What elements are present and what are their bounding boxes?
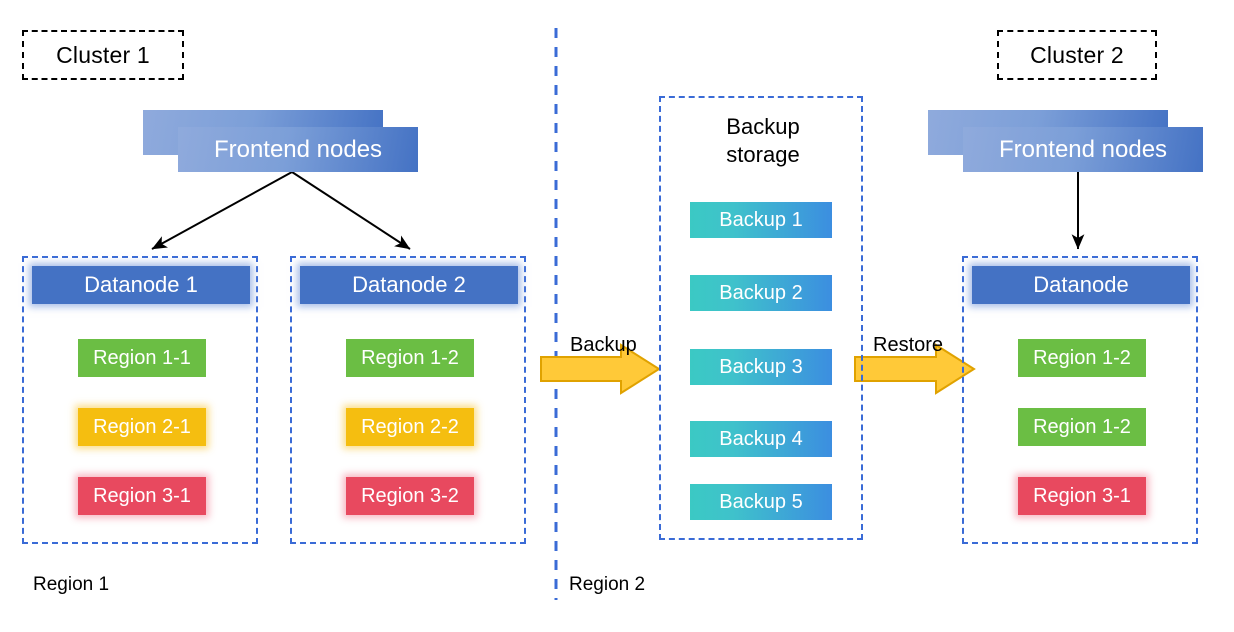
- region-label: Region 3-1: [93, 484, 191, 507]
- backup-item-label: Backup 3: [719, 355, 803, 378]
- backup-item: Backup 5: [690, 484, 832, 520]
- backup-item-label: Backup 5: [719, 490, 803, 513]
- region-chip: Region 3-1: [1018, 477, 1146, 515]
- region-chip: Region 3-1: [78, 477, 206, 515]
- cluster-1-frontend-label: Frontend nodes: [213, 135, 383, 163]
- cluster-1-label: Cluster 1: [56, 41, 150, 68]
- footer-region-2-label: Region 2: [569, 574, 646, 595]
- backup-item-label: Backup 4: [719, 427, 803, 450]
- datanode-2-container: Datanode 2 Region 1-2 Region 2-2 Region …: [290, 256, 526, 544]
- region-chip: Region 1-2: [1018, 339, 1146, 377]
- region-label: Region 3-1: [1033, 484, 1131, 507]
- backup-storage-title-line-1: Backup: [726, 114, 800, 139]
- datanode-3-title: Datanode: [1033, 272, 1129, 297]
- backup-flow-label: Backup: [570, 334, 637, 356]
- region-chip: Region 1-2: [1018, 408, 1146, 446]
- backup-item: Backup 4: [690, 421, 832, 457]
- cluster-2-chip: Cluster 2: [997, 30, 1157, 80]
- backup-storage-title: Backup storage: [661, 113, 865, 169]
- datanode-1-title: Datanode 1: [84, 272, 198, 297]
- region-chip: Region 2-2: [346, 408, 474, 446]
- datanode-3-container: Datanode Region 1-2 Region 1-2 Region 3-…: [962, 256, 1198, 544]
- region-label: Region 3-2: [361, 484, 459, 507]
- region-label: Region 2-1: [93, 415, 191, 438]
- backup-item: Backup 1: [690, 202, 832, 238]
- region-chip: Region 1-1: [78, 339, 206, 377]
- arrow-frontend-to-datanode-1: [151, 171, 293, 250]
- frontend-node-front-card: Frontend nodes: [178, 127, 418, 172]
- backup-storage-container: Backup storage Backup 1 Backup 2 Backup …: [659, 96, 863, 540]
- cluster-1-frontend-stack: Frontend nodes: [143, 110, 418, 172]
- datanode-2-header: Datanode 2: [300, 266, 518, 304]
- region-chip: Region 2-1: [78, 408, 206, 446]
- backup-storage-title-line-2: storage: [726, 142, 800, 168]
- cluster-2-frontend-label: Frontend nodes: [998, 135, 1168, 163]
- region-chip: Region 1-2: [346, 339, 474, 377]
- backup-item-label: Backup 1: [719, 208, 803, 231]
- datanode-3-header: Datanode: [972, 266, 1190, 304]
- region-label: Region 1-2: [1033, 415, 1131, 438]
- arrow-frontend-to-datanode-2: [291, 171, 411, 250]
- region-label: Region 2-2: [361, 415, 459, 438]
- region-label: Region 1-1: [93, 346, 191, 369]
- backup-item: Backup 3: [690, 349, 832, 385]
- datanode-1-header: Datanode 1: [32, 266, 250, 304]
- cluster-2-frontend-stack: Frontend nodes: [928, 110, 1203, 172]
- backup-item-label: Backup 2: [719, 281, 803, 304]
- backup-item: Backup 2: [690, 275, 832, 311]
- frontend-node-front-card: Frontend nodes: [963, 127, 1203, 172]
- region-label: Region 1-2: [1033, 346, 1131, 369]
- cluster-1-chip: Cluster 1: [22, 30, 184, 80]
- footer-region-1-label: Region 1: [33, 574, 110, 595]
- cluster-2-label: Cluster 2: [1030, 41, 1124, 68]
- datanode-1-container: Datanode 1 Region 1-1 Region 2-1 Region …: [22, 256, 258, 544]
- datanode-2-title: Datanode 2: [352, 272, 466, 297]
- region-label: Region 1-2: [361, 346, 459, 369]
- restore-flow-label: Restore: [873, 334, 944, 356]
- region-chip: Region 3-2: [346, 477, 474, 515]
